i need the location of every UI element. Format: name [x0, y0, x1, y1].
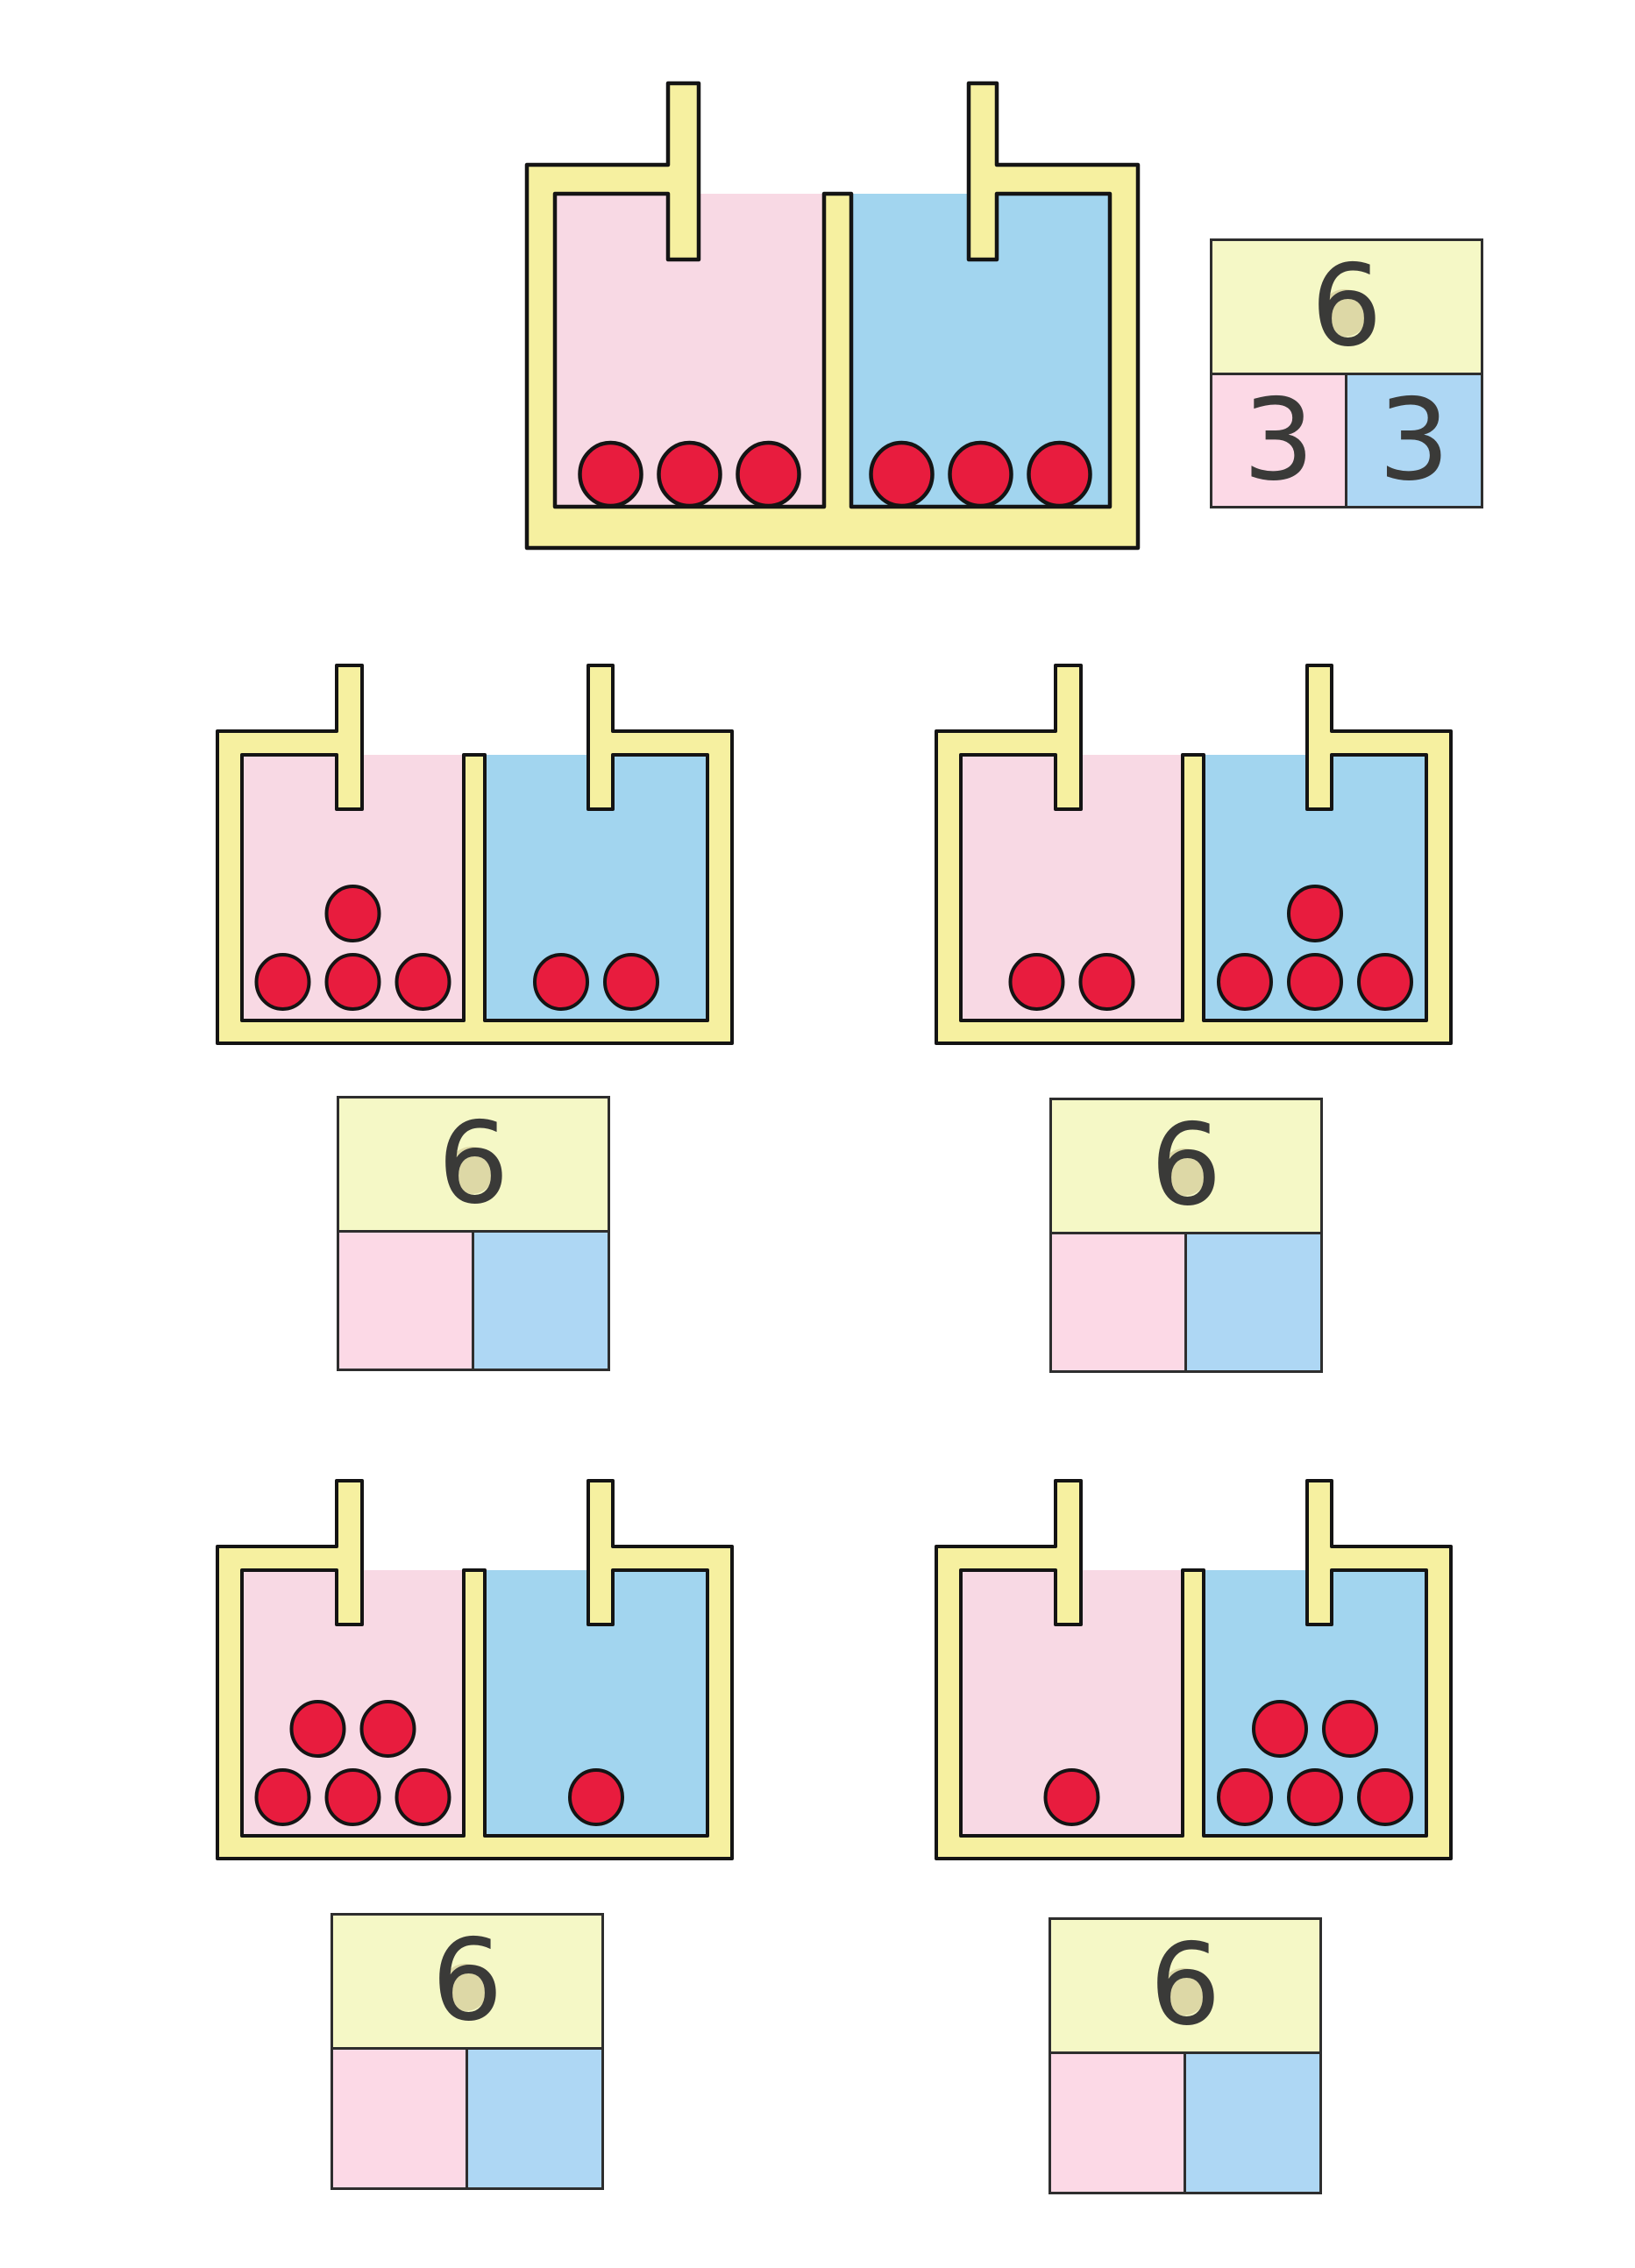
parts-row: [339, 1233, 608, 1369]
red-counter: [657, 440, 722, 508]
counters-container-example: [524, 81, 1141, 551]
red-counter: [254, 1768, 311, 1826]
red-counter: [578, 440, 643, 508]
parts-row: 3 3: [1212, 375, 1481, 506]
number-bond-card-example: 6 3 3: [1210, 238, 1483, 508]
red-counter: [324, 1768, 381, 1826]
whole-digit: 6: [431, 1916, 503, 2046]
whole-number: 6: [431, 1925, 502, 2037]
red-counter: [568, 1768, 624, 1826]
parts-row: [1051, 2054, 1319, 2192]
red-counter: [324, 885, 381, 942]
container-frame: [524, 81, 1141, 551]
red-counter: [533, 953, 589, 1011]
container-frame: [216, 664, 734, 1045]
whole-digit: 6: [1311, 241, 1383, 372]
whole-digit: 6: [437, 1098, 509, 1229]
whole-cell: 6: [1212, 241, 1481, 375]
red-counter: [289, 1700, 346, 1758]
red-counter: [395, 1768, 451, 1826]
whole-number: 6: [1311, 251, 1382, 363]
whole-cell: 6: [1052, 1100, 1320, 1234]
blue-part-answer-cell[interactable]: [467, 2050, 601, 2187]
container-frame: [935, 1479, 1453, 1860]
pink-part-answer-cell[interactable]: [1051, 2054, 1186, 2192]
red-counter: [1043, 1768, 1100, 1826]
red-counter: [395, 953, 451, 1011]
red-counter: [1287, 885, 1343, 942]
red-counter: [1322, 1700, 1378, 1758]
red-counter: [869, 440, 935, 508]
whole-cell: 6: [339, 1098, 608, 1233]
red-counter: [1217, 953, 1273, 1011]
whole-number: 6: [437, 1108, 508, 1220]
whole-cell: 6: [1051, 1920, 1319, 2054]
red-counter: [603, 953, 659, 1011]
whole-cell: 6: [333, 1916, 601, 2050]
red-counter: [736, 440, 801, 508]
six-counter-dot: [1320, 288, 1368, 337]
six-counter-dot: [1160, 1148, 1208, 1196]
red-counter: [1217, 1768, 1273, 1826]
container-frame: [216, 1479, 734, 1860]
number-bond-card-problem-2: 6: [1049, 1098, 1323, 1373]
red-counter: [1078, 953, 1135, 1011]
counters-container-problem-4: [935, 1479, 1453, 1860]
red-counter: [1008, 953, 1065, 1011]
number-bond-card-problem-4: 6: [1049, 1917, 1322, 2194]
red-counter: [1287, 953, 1343, 1011]
counters-container-problem-3: [216, 1479, 734, 1860]
number-bond-card-problem-1: 6: [337, 1096, 610, 1371]
six-counter-dot: [447, 1146, 495, 1194]
number-bond-card-problem-3: 6: [331, 1913, 604, 2190]
counters-container-problem-2: [935, 664, 1453, 1045]
blue-part-cell: 3: [1347, 375, 1481, 506]
blue-part-answer-cell[interactable]: [1185, 2054, 1319, 2192]
red-counter: [254, 953, 311, 1011]
whole-digit: 6: [1150, 1100, 1222, 1231]
pink-part-answer-cell[interactable]: [1052, 1234, 1187, 1370]
pink-part-value: 3: [1242, 374, 1315, 506]
six-counter-dot: [1159, 1967, 1207, 2016]
blue-part-value: 3: [1378, 374, 1450, 506]
container-frame: [935, 664, 1453, 1045]
pink-part-cell: 3: [1212, 375, 1347, 506]
blue-part-answer-cell[interactable]: [1186, 1234, 1320, 1370]
six-counter-dot: [441, 1963, 489, 2011]
pink-part-answer-cell[interactable]: [333, 2050, 468, 2187]
red-counter: [324, 953, 381, 1011]
red-counter: [1287, 1768, 1343, 1826]
parts-row: [333, 2050, 601, 2187]
red-counter: [1357, 1768, 1413, 1826]
whole-number: 6: [1149, 1930, 1220, 2042]
blue-part-answer-cell[interactable]: [473, 1233, 608, 1369]
whole-number: 6: [1150, 1110, 1221, 1222]
red-counter: [1357, 953, 1413, 1011]
counters-container-problem-1: [216, 664, 734, 1045]
red-counter: [1027, 440, 1092, 508]
red-counter: [1252, 1700, 1308, 1758]
parts-row: [1052, 1234, 1320, 1370]
red-counter: [948, 440, 1013, 508]
whole-digit: 6: [1149, 1920, 1221, 2051]
red-counter: [359, 1700, 416, 1758]
pink-part-answer-cell[interactable]: [339, 1233, 474, 1369]
